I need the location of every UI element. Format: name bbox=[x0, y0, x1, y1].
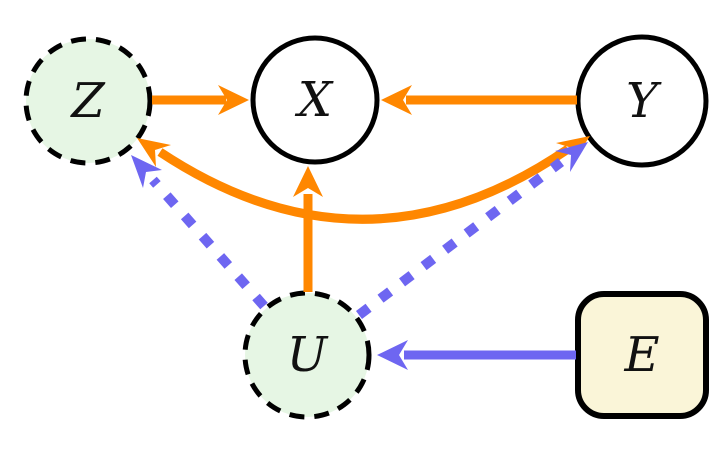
node-Z: Z bbox=[23, 36, 153, 166]
node-X-label: X bbox=[294, 72, 334, 128]
node-E-label: E bbox=[623, 327, 659, 383]
edge-U-to-Y-arrowhead bbox=[555, 142, 588, 172]
edge-U-to-Z-line bbox=[149, 176, 268, 310]
edge-Y-to-X bbox=[381, 85, 577, 115]
edge-U-to-X-arrowhead bbox=[293, 166, 323, 197]
edge-Y-to-X-arrowhead bbox=[381, 85, 412, 115]
edge-Y-Z-curve-line bbox=[157, 145, 571, 224]
edge-Z-to-X-arrowhead bbox=[218, 85, 249, 115]
node-U-circle bbox=[242, 290, 372, 420]
node-U: U bbox=[242, 290, 372, 420]
edge-U-to-Y-line bbox=[355, 158, 565, 319]
edge-E-to-U-arrowhead bbox=[377, 340, 408, 370]
node-U-label: U bbox=[287, 327, 329, 383]
node-Z-label: Z bbox=[69, 73, 106, 129]
node-Y-circle bbox=[575, 34, 709, 168]
edge-U-to-Y-dashed bbox=[355, 142, 588, 319]
edge-Z-to-X bbox=[152, 85, 249, 115]
edge-Y-Z-arrowhead-at-Z bbox=[137, 138, 171, 167]
node-Z-circle bbox=[23, 36, 153, 166]
node-E-rect bbox=[575, 291, 709, 419]
edge-U-to-X bbox=[293, 166, 323, 292]
node-X: X bbox=[250, 35, 380, 165]
node-Y: Y bbox=[575, 34, 709, 168]
node-E: E bbox=[575, 291, 709, 419]
edge-Y-Z-bidirected-curve bbox=[137, 136, 590, 224]
edge-U-to-Z-arrowhead bbox=[131, 155, 162, 188]
node-X-circle bbox=[250, 35, 380, 165]
edge-U-to-Z-dashed bbox=[131, 155, 268, 310]
node-Y-label: Y bbox=[626, 73, 662, 129]
edge-E-to-U bbox=[377, 340, 576, 370]
